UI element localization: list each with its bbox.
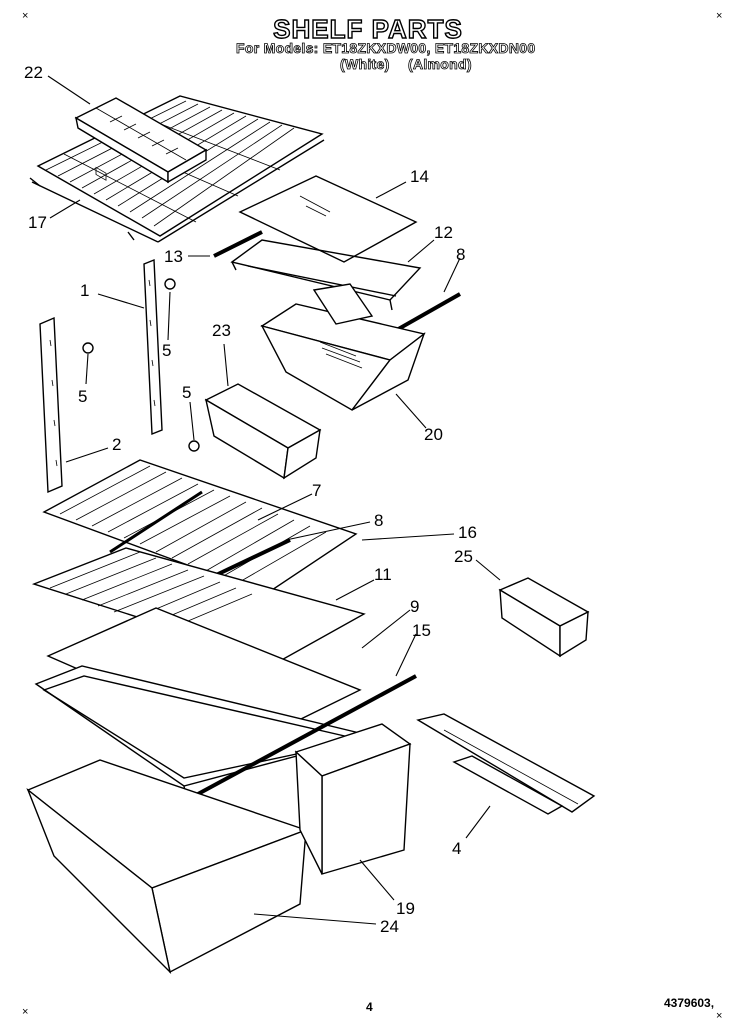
corner-mark-top-right: × (716, 10, 723, 22)
callout-25: 25 (454, 547, 473, 566)
callout-16: 16 (458, 523, 477, 542)
front-rail-15 (197, 674, 417, 796)
callout-17: 17 (28, 213, 47, 232)
screws (82, 278, 200, 452)
callout-12: 12 (434, 223, 453, 242)
page-title: SHELF PARTS (272, 13, 463, 44)
callout-8-top: 8 (456, 245, 466, 264)
small-bin-25 (498, 577, 590, 658)
shelf-ladder-1 (143, 258, 163, 436)
callout-15: 15 (412, 621, 431, 640)
page-number: 4 (366, 1000, 373, 1014)
callout-24: 24 (380, 917, 399, 936)
callout-5-lower: 5 (182, 383, 192, 402)
callout-19: 19 (396, 899, 415, 918)
callout-5-right: 5 (162, 341, 172, 360)
callout-7: 7 (312, 481, 322, 500)
crisper-divider-4 (416, 713, 596, 815)
corner-mark-bottom-left: × (22, 1006, 29, 1018)
shelf-ladder-2 (39, 316, 63, 494)
callout-8-mid: 8 (374, 511, 384, 530)
callout-5-left: 5 (78, 387, 88, 406)
callout-1: 1 (80, 281, 90, 300)
color-white-label: (White) (340, 56, 390, 73)
callout-22: 22 (24, 63, 43, 82)
crisper-drawer-24 (26, 759, 309, 975)
callout-11: 11 (374, 565, 392, 584)
front-rail-13 (213, 230, 263, 258)
document-number: 4379603, (664, 996, 715, 1010)
corner-mark-top-left: × (22, 10, 29, 22)
leader-lines (47, 75, 501, 925)
callout-23: 23 (212, 321, 231, 340)
callout-20: 20 (424, 425, 443, 444)
deli-drawer (260, 283, 426, 411)
callout-2: 2 (112, 435, 122, 454)
models-line: For Models: ET18ZKXDW00, ET18ZKXDN00 (236, 40, 536, 57)
glass-shelf-insert (238, 175, 418, 263)
egg-tray (74, 97, 208, 184)
color-almond-label: (Almond) (408, 56, 472, 73)
callout-4: 4 (452, 839, 462, 858)
callout-9: 9 (410, 597, 420, 616)
crisper-drawer-19 (294, 723, 412, 875)
callout-14: 14 (410, 167, 429, 186)
small-bin-23 (204, 383, 322, 480)
corner-mark-bottom-right: × (716, 1010, 723, 1022)
callout-13: 13 (164, 247, 183, 266)
